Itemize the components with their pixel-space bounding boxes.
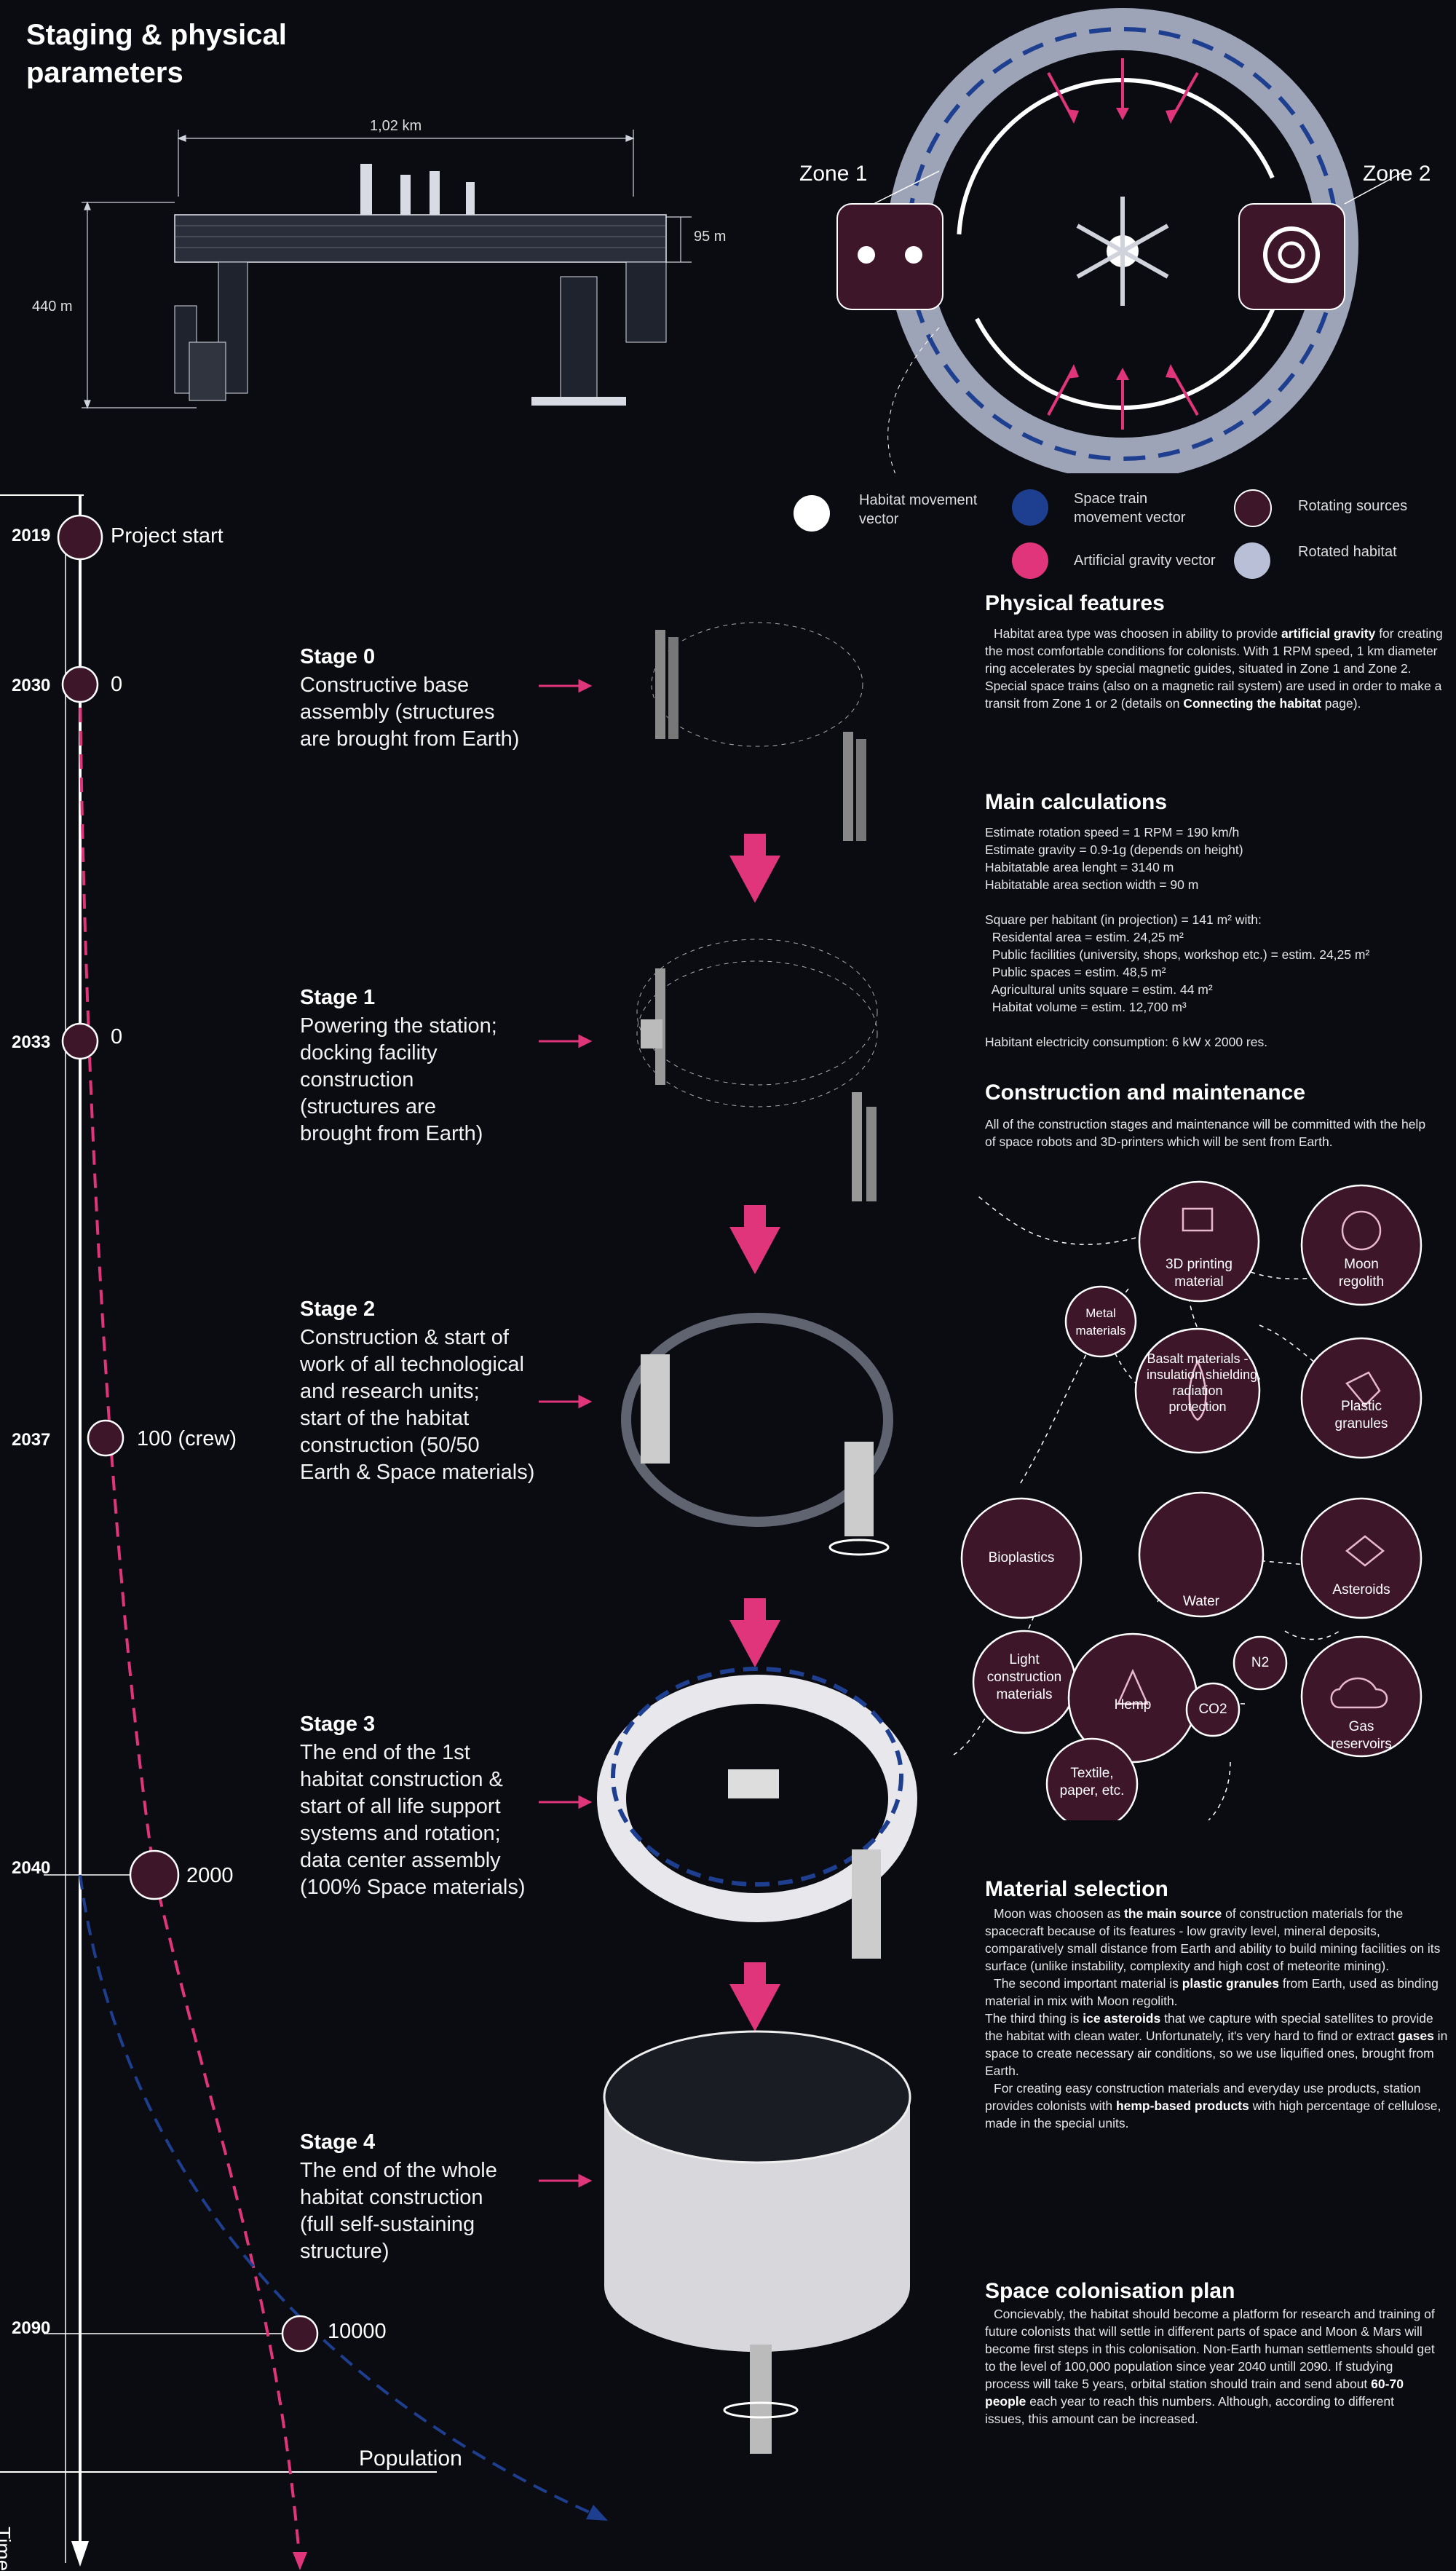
calc-line <box>985 1016 1451 1033</box>
elevation-drawing <box>82 130 692 409</box>
material-n2: N2 <box>1251 1655 1270 1670</box>
stage-title: Stage 4 <box>300 2130 376 2154</box>
zone-1-label: Zone 1 <box>799 162 868 186</box>
material-selection: Material selection Moon was choosen as t… <box>985 1877 1451 2132</box>
timeline-year: 2037 <box>12 1430 51 1450</box>
stage-description: The end of the 1st habitat construction … <box>300 1741 526 1899</box>
construction-maintenance: Construction and maintenance All of the … <box>985 1081 1436 1150</box>
timeline-year: 2030 <box>12 676 51 695</box>
zone-2-label: Zone 2 <box>1363 162 1431 186</box>
material-3d-printing: 3D printing material <box>1166 1257 1233 1290</box>
stage-title: Stage 2 <box>300 1298 376 1321</box>
legend-label: Rotating sources <box>1298 498 1408 514</box>
calc-line: Agricultural units square = estim. 44 m² <box>985 982 1213 997</box>
ring-diagram <box>836 8 1406 473</box>
stage-1: Stage 1 Powering the station; docking fa… <box>300 986 540 1148</box>
maroon-dot-icon <box>1234 489 1272 527</box>
calc-line: Habitatable area section width = 90 m <box>985 877 1199 892</box>
calc-line: Public facilities (university, shops, wo… <box>985 947 1370 962</box>
section-heading: Space colonisation plan <box>985 2279 1235 2303</box>
material-water: Water <box>1183 1594 1219 1609</box>
calc-line: Estimate gravity = 0.9-1g (depends on he… <box>985 842 1243 857</box>
timeline-label: 100 (crew) <box>137 1427 237 1450</box>
legend: Habitat movement vector Space train move… <box>794 489 1449 591</box>
stage-3: Stage 3 The end of the 1st habitat const… <box>300 1713 562 1901</box>
section-dimension: 95 m <box>694 229 727 245</box>
stage-description: Constructive base assembly (structures a… <box>300 674 520 751</box>
material-bioplastics: Bioplastics <box>988 1550 1055 1565</box>
page-title: Staging & physical parameters <box>26 19 287 89</box>
width-dimension: 1,02 km <box>370 118 422 134</box>
stage-description: Powering the station; docking facility c… <box>300 1014 497 1145</box>
timeline-label: 0 <box>111 673 123 696</box>
material-plastic: Plastic granules <box>1334 1399 1388 1431</box>
material-co2: CO2 <box>1198 1702 1227 1717</box>
calculation-list: Estimate rotation speed = 1 RPM = 190 km… <box>985 824 1451 1051</box>
timeline-year: 2090 <box>12 2318 51 2338</box>
material-textile: Textile, paper, etc. <box>1059 1766 1125 1798</box>
construction-text: All of the construction stages and maint… <box>985 1117 1426 1149</box>
timeline-label: 2000 <box>186 1864 234 1887</box>
white-dot-icon <box>794 495 830 532</box>
material-asteroids: Asteroids <box>1332 1582 1390 1598</box>
material-hemp: Hemp <box>1114 1697 1152 1713</box>
material-diagram <box>953 1180 1423 1820</box>
calc-line: Public spaces = estim. 48,5 m² <box>985 965 1166 979</box>
section-heading: Construction and maintenance <box>985 1081 1306 1105</box>
section-heading: Physical features <box>985 591 1165 615</box>
legend-label: Rotated habitat <box>1298 544 1397 560</box>
timeline-year: 2040 <box>12 1858 51 1878</box>
population-axis-label: Population <box>359 2446 462 2471</box>
calc-line: Habitat volume = estim. 12,700 m³ <box>985 1000 1187 1014</box>
main-calculations: Main calculations Estimate rotation spee… <box>985 790 1451 1051</box>
blue-dot-icon <box>1012 489 1048 526</box>
timeline-year: 2019 <box>12 526 51 545</box>
timeline-graph <box>0 494 608 2570</box>
timeline-label: 10000 <box>328 2320 387 2343</box>
timeline-label: 0 <box>111 1025 123 1048</box>
section-heading: Material selection <box>985 1877 1168 1901</box>
stage-title: Stage 3 <box>300 1713 376 1736</box>
material-basalt: Basalt materials - insulation,shielding,… <box>1147 1351 1262 1414</box>
stage-illustrations <box>539 622 917 2454</box>
calc-line: Habitatable area lenght = 3140 m <box>985 860 1174 874</box>
material-light-construction: Light construction materials <box>986 1652 1062 1702</box>
stage-description: The end of the whole habitat constructio… <box>300 2159 497 2263</box>
stage-2: Stage 2 Construction & start of work of … <box>300 1298 562 1486</box>
section-heading: Main calculations <box>985 790 1168 814</box>
time-axis-label: Time <box>0 2527 15 2571</box>
material-gas-reservoirs: Gas reservoirs <box>1331 1719 1392 1752</box>
colonisation-plan: Space colonisation plan Concievably, the… <box>985 2279 1436 2428</box>
stage-4: Stage 4 The end of the whole habitat con… <box>300 2130 562 2265</box>
physical-features: Physical features Habitat area type was … <box>985 591 1451 712</box>
material-metal: Metal materials <box>1075 1306 1126 1338</box>
height-dimension: 440 m <box>32 299 73 315</box>
legend-label: Space train movement vector <box>1074 491 1186 526</box>
grey-dot-icon <box>1234 542 1270 579</box>
calc-line: Habitant electricity consumption: 6 kW x… <box>985 1035 1268 1049</box>
calc-line <box>985 893 1451 911</box>
legend-label: Artificial gravity vector <box>1074 553 1216 569</box>
calc-line: Estimate rotation speed = 1 RPM = 190 km… <box>985 825 1240 840</box>
timeline-label: Project start <box>111 524 223 548</box>
timeline-year: 2033 <box>12 1032 51 1052</box>
stage-0: Stage 0 Constructive base assembly (stru… <box>300 645 540 753</box>
stage-title: Stage 1 <box>300 986 376 1009</box>
material-moon-regolith: Moon regolith <box>1338 1257 1385 1290</box>
calc-line: Residental area = estim. 24,25 m² <box>985 930 1184 944</box>
colonisation-text: Concievably, the habitat should become a… <box>985 2307 1435 2426</box>
stage-description: Construction & start of work of all tech… <box>300 1326 535 1484</box>
stage-title: Stage 0 <box>300 645 376 668</box>
calc-line: Square per habitant (in projection) = 14… <box>985 912 1262 927</box>
physical-text: Habitat area type was choosen in ability… <box>985 626 1443 711</box>
legend-label: Habitat movement vector <box>859 492 978 527</box>
material-selection-text: Moon was choosen as the main source of c… <box>985 1906 1448 2130</box>
pink-dot-icon <box>1012 542 1048 579</box>
